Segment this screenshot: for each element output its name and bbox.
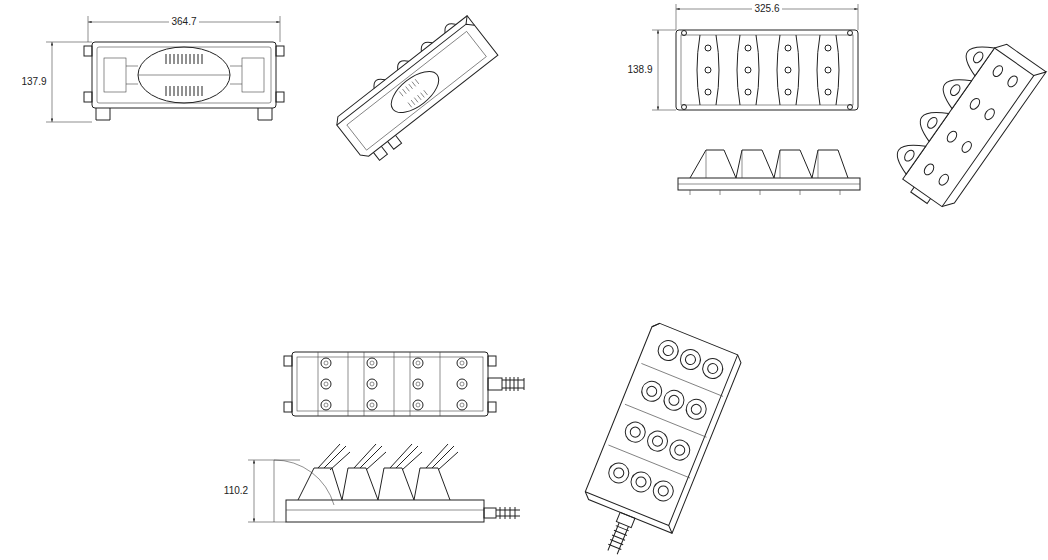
dimension-label: 364.7	[169, 16, 198, 28]
isometric-view-2	[883, 28, 1046, 216]
dimension-label: 325.6	[752, 3, 781, 15]
plan-view-1	[46, 16, 284, 122]
dimension-label: 110.2	[222, 485, 250, 497]
plan-view-2	[652, 4, 858, 110]
isometric-view-1	[330, 12, 504, 168]
side-view-2	[678, 150, 860, 195]
side-view-3	[248, 444, 520, 522]
isometric-view-3	[568, 321, 743, 560]
dimension-label: 137.9	[19, 76, 48, 88]
dimension-label: 138.9	[625, 64, 654, 76]
plan-view-3	[284, 352, 524, 416]
